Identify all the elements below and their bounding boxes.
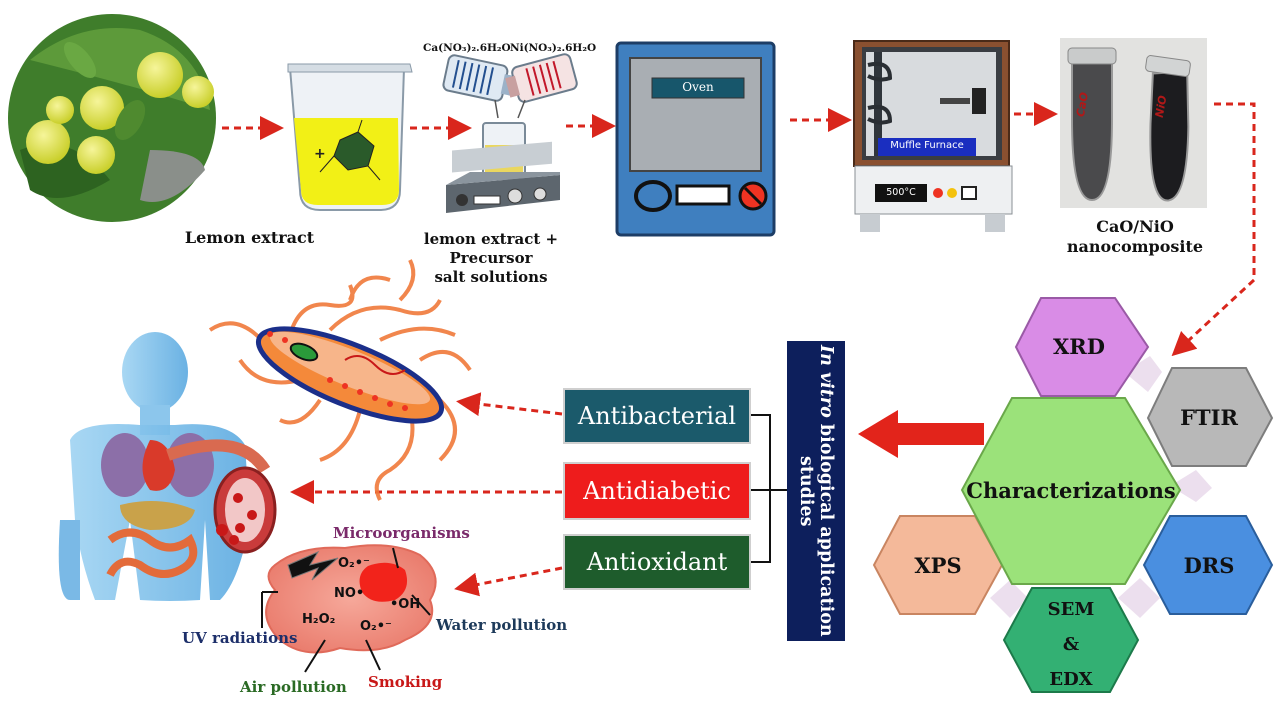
xps-label: XPS bbox=[914, 553, 962, 578]
edx-line: EDX bbox=[1049, 669, 1093, 691]
svg-text:+: + bbox=[314, 146, 326, 162]
beaker-lemon-extract: + bbox=[287, 63, 413, 211]
lemon-extract-label: Lemon extract bbox=[184, 228, 315, 247]
bracket-connector bbox=[750, 414, 787, 563]
product-label: CaO/NiO nanocomposite bbox=[1045, 217, 1225, 257]
ftir-label: FTIR bbox=[1180, 405, 1238, 430]
xrd-label: XRD bbox=[1053, 334, 1105, 359]
product-label-line1: CaO/NiO bbox=[1096, 217, 1174, 236]
hydroxyl-radical: •OH bbox=[390, 597, 421, 612]
hydrogen-peroxide: H₂O₂ bbox=[302, 612, 336, 627]
furnace-label: Muffle Furnace bbox=[890, 140, 964, 151]
oven-label: Oven bbox=[682, 80, 714, 94]
product-tubes-photo bbox=[1060, 38, 1207, 208]
water-pollution-label: Water pollution bbox=[436, 616, 568, 634]
antibacterial-box: Antibacterial bbox=[563, 388, 751, 444]
antioxidant-box: Antioxidant bbox=[563, 534, 751, 590]
air-pollution-label: Air pollution bbox=[240, 678, 347, 696]
reagent-ca-label: Ca(NO₃)₂.6H₂O bbox=[423, 42, 511, 54]
in-vitro-studies-banner: In vitro biological application studies bbox=[787, 341, 845, 641]
ros-blob bbox=[265, 544, 437, 654]
amp-line: & bbox=[1062, 634, 1080, 656]
sem-edx-label: SEM & EDX bbox=[1032, 592, 1110, 697]
reagent-ni-label: Ni(NO₃)₂.6H₂O bbox=[510, 42, 597, 54]
bacterium-illustration bbox=[208, 259, 472, 501]
superoxide-radical-2: O₂•⁻ bbox=[360, 619, 392, 634]
magnetic-stirrer bbox=[446, 122, 560, 213]
superoxide-radical-1: O₂•⁻ bbox=[338, 556, 370, 571]
in-vitro-italic: In vitro bbox=[816, 345, 837, 418]
microorganisms-label: Microorganisms bbox=[333, 524, 470, 542]
reagent-bottles bbox=[442, 53, 578, 119]
in-vitro-studies-text: In vitro biological application studies bbox=[796, 341, 836, 641]
lemon-tree-image bbox=[8, 14, 216, 222]
mixing-label: lemon extract + Precursor salt solutions bbox=[380, 230, 602, 286]
oven bbox=[615, 41, 776, 237]
antidiabetic-box: Antidiabetic bbox=[563, 462, 751, 520]
mixing-label-line2: salt solutions bbox=[434, 267, 548, 286]
uv-radiations-label: UV radiations bbox=[182, 629, 298, 647]
application-arrows bbox=[290, 392, 563, 597]
smoking-label: Smoking bbox=[368, 673, 443, 691]
mixing-label-line1: lemon extract + Precursor bbox=[423, 230, 559, 267]
characterizations-label: Characterizations bbox=[966, 478, 1176, 503]
furnace-temp-readout: 500°C bbox=[886, 187, 916, 198]
muffle-furnace bbox=[853, 40, 1013, 232]
big-red-arrow bbox=[858, 410, 984, 458]
process-arrows bbox=[222, 102, 1256, 357]
sem-line: SEM bbox=[1047, 599, 1095, 620]
drs-label: DRS bbox=[1183, 553, 1235, 578]
product-label-line2: nanocomposite bbox=[1066, 237, 1204, 256]
characterization-hexagons bbox=[872, 297, 1274, 693]
studies-rest: biological application studies bbox=[796, 417, 837, 637]
nitric-oxide-radical: NO• bbox=[334, 586, 365, 601]
ros-pointer-lines bbox=[261, 547, 431, 673]
human-body-illustration bbox=[58, 332, 277, 601]
